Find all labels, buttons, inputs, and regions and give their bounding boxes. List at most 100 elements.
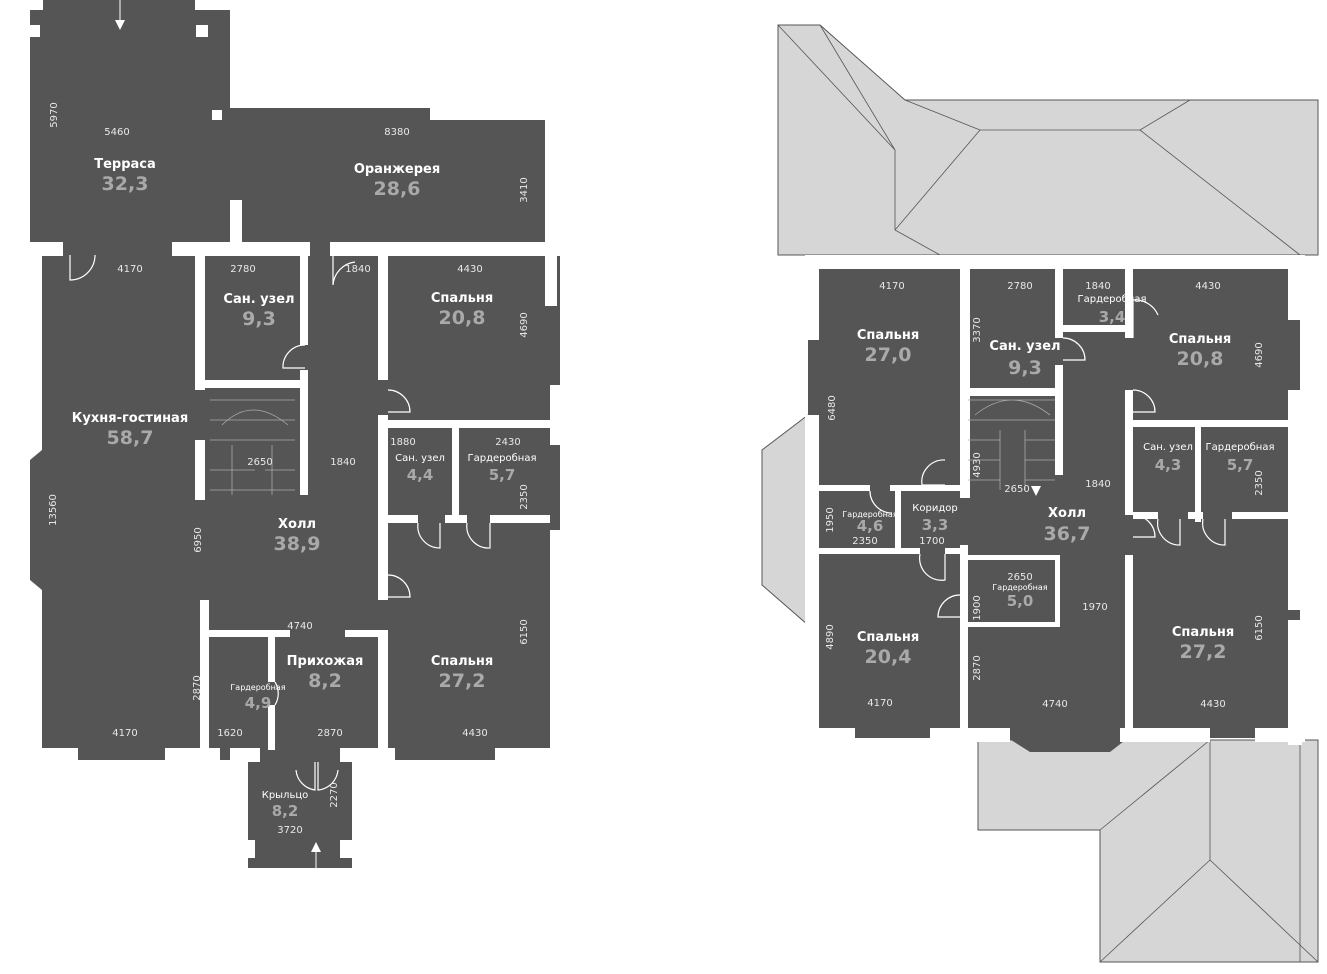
- floor-2-stairs: [968, 399, 1055, 490]
- dimension-label: 2270: [329, 782, 340, 807]
- terrace-steps: [43, 0, 195, 12]
- dimension-label: 4170: [112, 728, 137, 739]
- room-area: 20,8: [439, 307, 486, 329]
- dimension-label: 1700: [919, 536, 944, 547]
- dimension-label: 2650: [1007, 572, 1032, 583]
- floor-2-walls: [805, 255, 1305, 745]
- room-name: Гардеробная: [842, 510, 897, 519]
- room-name: Холл: [1048, 506, 1086, 521]
- dimension-label: 2350: [852, 536, 877, 547]
- room-area: 3,3: [922, 516, 949, 534]
- dimension-label: 4170: [117, 264, 142, 275]
- arrow-icon: [1031, 486, 1041, 496]
- dimension-label: 8380: [384, 127, 409, 138]
- floor-2-plan: [761, 24, 1319, 963]
- room-area: 4,3: [1155, 456, 1182, 474]
- room-area: 27,0: [865, 344, 912, 366]
- dimension-label: 6150: [1254, 615, 1265, 640]
- dimension-label: 4690: [1254, 342, 1265, 367]
- room-area: 36,7: [1044, 523, 1091, 545]
- room-area: 20,4: [865, 646, 912, 668]
- room-name: Сан. узел: [395, 453, 445, 464]
- dimension-label: 2650: [1004, 484, 1029, 495]
- room-area: 5,7: [1227, 456, 1254, 474]
- room-name: Спальня: [857, 328, 919, 343]
- room-name: Гардеробная: [1078, 294, 1147, 305]
- dimension-label: 2870: [317, 728, 342, 739]
- room-area: 38,9: [274, 533, 321, 555]
- room-name: Оранжерея: [354, 162, 440, 177]
- roof-bottom: [977, 739, 1319, 963]
- dimension-label: 4740: [287, 621, 312, 632]
- room-name: Кухня-гостиная: [72, 411, 188, 426]
- room-name: Сан. узел: [1143, 442, 1193, 453]
- roof-top: [777, 24, 1319, 256]
- room-area: 58,7: [107, 427, 154, 449]
- room-name: Крыльцо: [262, 790, 309, 801]
- dimension-label: 3720: [277, 825, 302, 836]
- room-name: Терраса: [94, 157, 156, 172]
- dimension-label: 4430: [1195, 281, 1220, 292]
- room-area: 3,4: [1099, 308, 1126, 326]
- dimension-label: 4740: [1042, 699, 1067, 710]
- orangery-area: [230, 108, 550, 253]
- room-area: 5,0: [1007, 592, 1034, 610]
- room-name: Холл: [278, 517, 316, 532]
- room-area: 20,8: [1177, 348, 1224, 370]
- room-area: 4,6: [857, 517, 884, 535]
- main-floor-area: [30, 245, 560, 760]
- bay-window: [1008, 738, 1128, 752]
- floor-1-walls: [5, 25, 562, 858]
- dimension-label: 1840: [330, 457, 355, 468]
- room-area: 27,2: [1180, 641, 1227, 663]
- room-name: Коридор: [912, 503, 957, 514]
- floor-2-doors: [869, 299, 1226, 618]
- dimension-label: 2430: [495, 437, 520, 448]
- dimension-label: 1970: [1082, 602, 1107, 613]
- dimension-label: 2780: [230, 264, 255, 275]
- dimension-label: 3410: [519, 177, 530, 202]
- room-area: 27,2: [439, 670, 486, 692]
- dimension-label: 4170: [879, 281, 904, 292]
- room-name: Прихожая: [287, 654, 364, 669]
- terrace-area: [30, 10, 230, 250]
- dimension-label: 1880: [390, 437, 415, 448]
- dimension-label: 1840: [345, 264, 370, 275]
- dimension-label: 4430: [1200, 699, 1225, 710]
- dimension-label: 4930: [972, 452, 983, 477]
- dimension-label: 2650: [247, 457, 272, 468]
- dimension-label: 1620: [217, 728, 242, 739]
- dimension-label: 1840: [1085, 281, 1110, 292]
- dimension-label: 3370: [972, 317, 983, 342]
- dimension-label: 1900: [972, 595, 983, 620]
- dimension-label: 2870: [192, 675, 203, 700]
- room-area: 8,2: [308, 670, 342, 692]
- dimension-label: 5460: [104, 127, 129, 138]
- room-area: 9,3: [242, 308, 276, 330]
- porch-area: [248, 758, 352, 868]
- room-name: Спальня: [1172, 625, 1234, 640]
- floor-1-stairs: [210, 399, 295, 495]
- room-area: 5,7: [489, 466, 516, 484]
- room-area: 4,9: [245, 694, 272, 712]
- dimension-label: 4890: [825, 624, 836, 649]
- room-name: Спальня: [431, 654, 493, 669]
- dimension-label: 4690: [519, 312, 530, 337]
- arrow-icon: [311, 842, 321, 852]
- dimension-label: 1840: [1085, 479, 1110, 490]
- room-name: Сан. узел: [223, 292, 294, 307]
- room-name: Сан. узел: [989, 339, 1060, 354]
- room-name: Гардеробная: [230, 683, 285, 692]
- room-area: 32,3: [102, 173, 149, 195]
- dimension-label: 5970: [49, 102, 60, 127]
- floor-2-area: [808, 258, 1300, 738]
- dimension-label: 6950: [193, 527, 204, 552]
- dimension-label: 2350: [519, 484, 530, 509]
- room-name: Спальня: [857, 630, 919, 645]
- room-name: Гардеробная: [468, 453, 537, 464]
- dimension-label: 6480: [827, 395, 838, 420]
- room-area: 28,6: [374, 178, 421, 200]
- room-name: Спальня: [431, 291, 493, 306]
